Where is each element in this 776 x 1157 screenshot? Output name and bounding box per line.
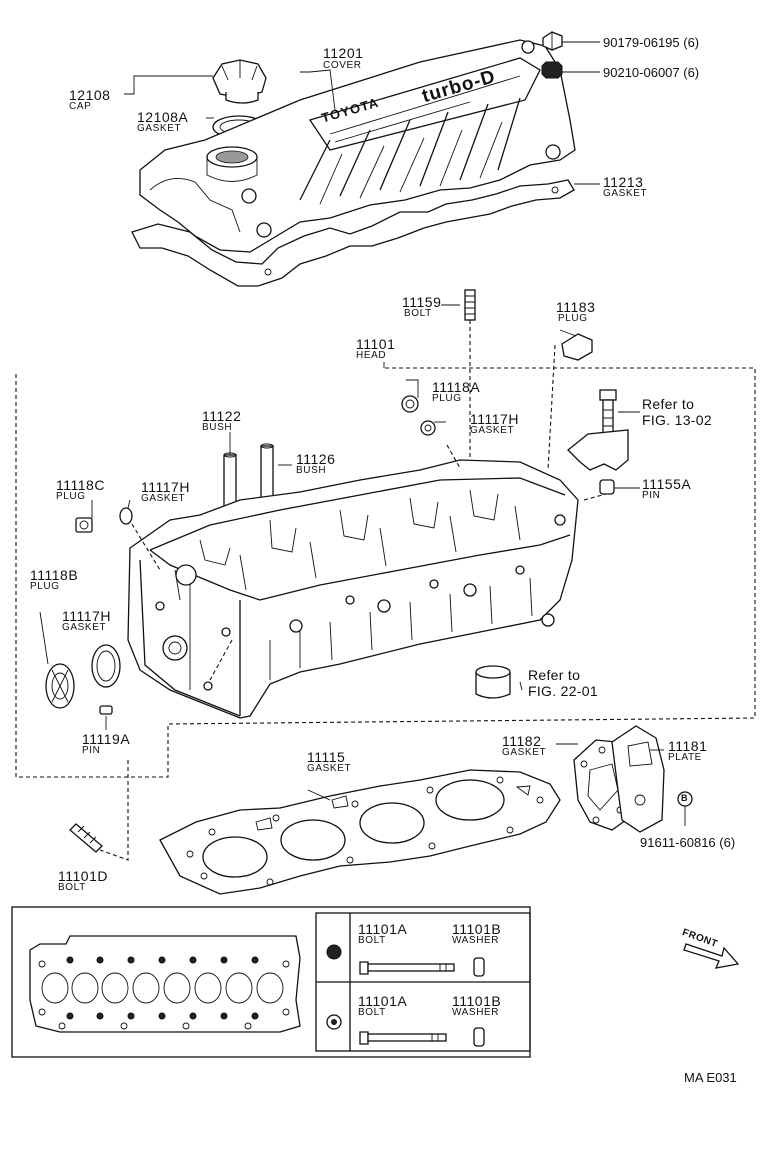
cover-nut: [542, 31, 563, 51]
bush-11122-part-number: 11122: [202, 408, 242, 424]
head-gasket: [159, 769, 561, 895]
gasket-11117h-left-part-number: 11117H: [141, 479, 190, 495]
bush-11126-part-name: BUSH: [296, 465, 327, 476]
cover-nut-part-number: 90179-06195 (6): [603, 35, 700, 50]
cover-washer-part-number: 90210-06007 (6): [603, 65, 700, 80]
cover-part-name: COVER: [323, 60, 362, 71]
plug-11183: [561, 333, 593, 361]
combustion-chamber-cup: [475, 665, 511, 699]
plug-11118a: [401, 395, 419, 413]
pin-11119a-part-name: PIN: [82, 745, 101, 756]
plug-11183-part-name: PLUG: [558, 313, 588, 324]
gasket-11117h-low-part-number: 11117H: [62, 608, 111, 624]
cap-gasket-part-number: 12108A: [137, 109, 189, 125]
cover-washer: [541, 61, 563, 79]
cylinder-head: [127, 459, 579, 719]
ref-fig-22-line2: FIG. 22-01: [528, 683, 598, 699]
cover-gasket-part-name: GASKET: [603, 188, 648, 199]
ref-fig-13-line1: Refer to: [642, 396, 695, 412]
stud-bolt-low-part-name: BOLT: [58, 882, 86, 893]
head-part-name: HEAD: [356, 350, 387, 361]
table-row2-bolt-name: BOLT: [358, 1007, 386, 1018]
plug-11118a-part-number: 11118A: [432, 379, 481, 395]
pin-11155a: [599, 479, 615, 495]
gasket-11117h-left-part-name: GASKET: [141, 493, 186, 504]
bush-11122-part-name: BUSH: [202, 422, 233, 433]
stud-bolt-low: [69, 823, 103, 853]
plug-11118a-part-name: PLUG: [432, 393, 462, 404]
table-row1-washer-name: WASHER: [452, 935, 500, 946]
plug-11118c-part-name: PLUG: [56, 491, 86, 502]
plug-11183-part-number: 11183: [556, 299, 596, 315]
plate-bolt-mark-letter: B: [681, 793, 688, 803]
bearing-cap: [567, 429, 629, 471]
bush-11126-part-number: 11126: [296, 451, 336, 467]
gasket-11117h-top-part-name: GASKET: [470, 425, 515, 436]
plug-11118c-part-number: 11118C: [56, 477, 105, 493]
cylinder-head-cover: [139, 39, 576, 253]
bush-11126: [260, 443, 274, 499]
plug-11118b-part-number: 11118B: [30, 567, 79, 583]
pin-11155a-part-name: PIN: [642, 490, 661, 501]
plate-part-number: 11181: [668, 738, 708, 754]
cap-part-number: 12108: [69, 87, 111, 103]
stud-bolt-top-part-name: BOLT: [404, 308, 432, 319]
pin-11119a: [99, 705, 113, 715]
gasket-11117h-low-part-name: GASKET: [62, 622, 107, 633]
leader-lines: [39, 41, 686, 861]
gasket-11117h-left: [119, 507, 133, 525]
gasket-11117h-top-part-number: 11117H: [470, 411, 519, 427]
cap-part-name: CAP: [69, 101, 92, 112]
plug-11118b: [45, 663, 75, 709]
cover-gasket: [131, 179, 575, 287]
ref-fig-13-line2: FIG. 13-02: [642, 412, 712, 428]
cover-part-number: 11201: [323, 45, 364, 61]
oil-filler-cap: [212, 59, 267, 104]
pin-11155a-part-number: 11155A: [642, 476, 692, 492]
bolt-pattern-inset: [11, 906, 531, 1058]
pin-11119a-part-number: 11119A: [82, 731, 131, 747]
plate: [611, 725, 665, 833]
table-row1-bolt-number: 11101A: [358, 921, 408, 937]
plug-11118b-part-name: PLUG: [30, 581, 60, 592]
cover-gasket-part-number: 11213: [603, 174, 644, 190]
bush-11122: [223, 452, 237, 510]
gasket-11117h-low: [91, 644, 121, 688]
head-gasket-part-number: 11115: [307, 749, 346, 765]
front-arrow: [683, 943, 740, 969]
table-row2-washer-name: WASHER: [452, 1007, 500, 1018]
table-row1-washer-number: 11101B: [452, 921, 502, 937]
plate-part-name: PLATE: [668, 752, 702, 763]
table-row2-bolt-number: 11101A: [358, 993, 408, 1009]
stud-bolt-top-part-number: 11159: [402, 294, 442, 310]
cap-gasket-part-name: GASKET: [137, 123, 182, 134]
plug-11118c: [75, 517, 93, 533]
ref-fig-22-line1: Refer to: [528, 667, 581, 683]
gasket-11117h-top: [420, 420, 436, 436]
plate-bolt-part-number: 91611-60816 (6): [640, 835, 736, 850]
head-part-number: 11101: [356, 336, 396, 352]
plate-gasket-part-name: GASKET: [502, 747, 547, 758]
bearing-cap-bolt: [599, 389, 617, 441]
plate-gasket-part-number: 11182: [502, 733, 542, 749]
figure-code: MA E031: [684, 1070, 737, 1085]
stud-bolt-low-part-number: 11101D: [58, 868, 108, 884]
table-row2-washer-number: 11101B: [452, 993, 502, 1009]
stud-bolt-top: [464, 289, 476, 321]
table-row1-bolt-name: BOLT: [358, 935, 386, 946]
head-assembly-bracket: [15, 367, 756, 778]
head-gasket-part-name: GASKET: [307, 763, 352, 774]
